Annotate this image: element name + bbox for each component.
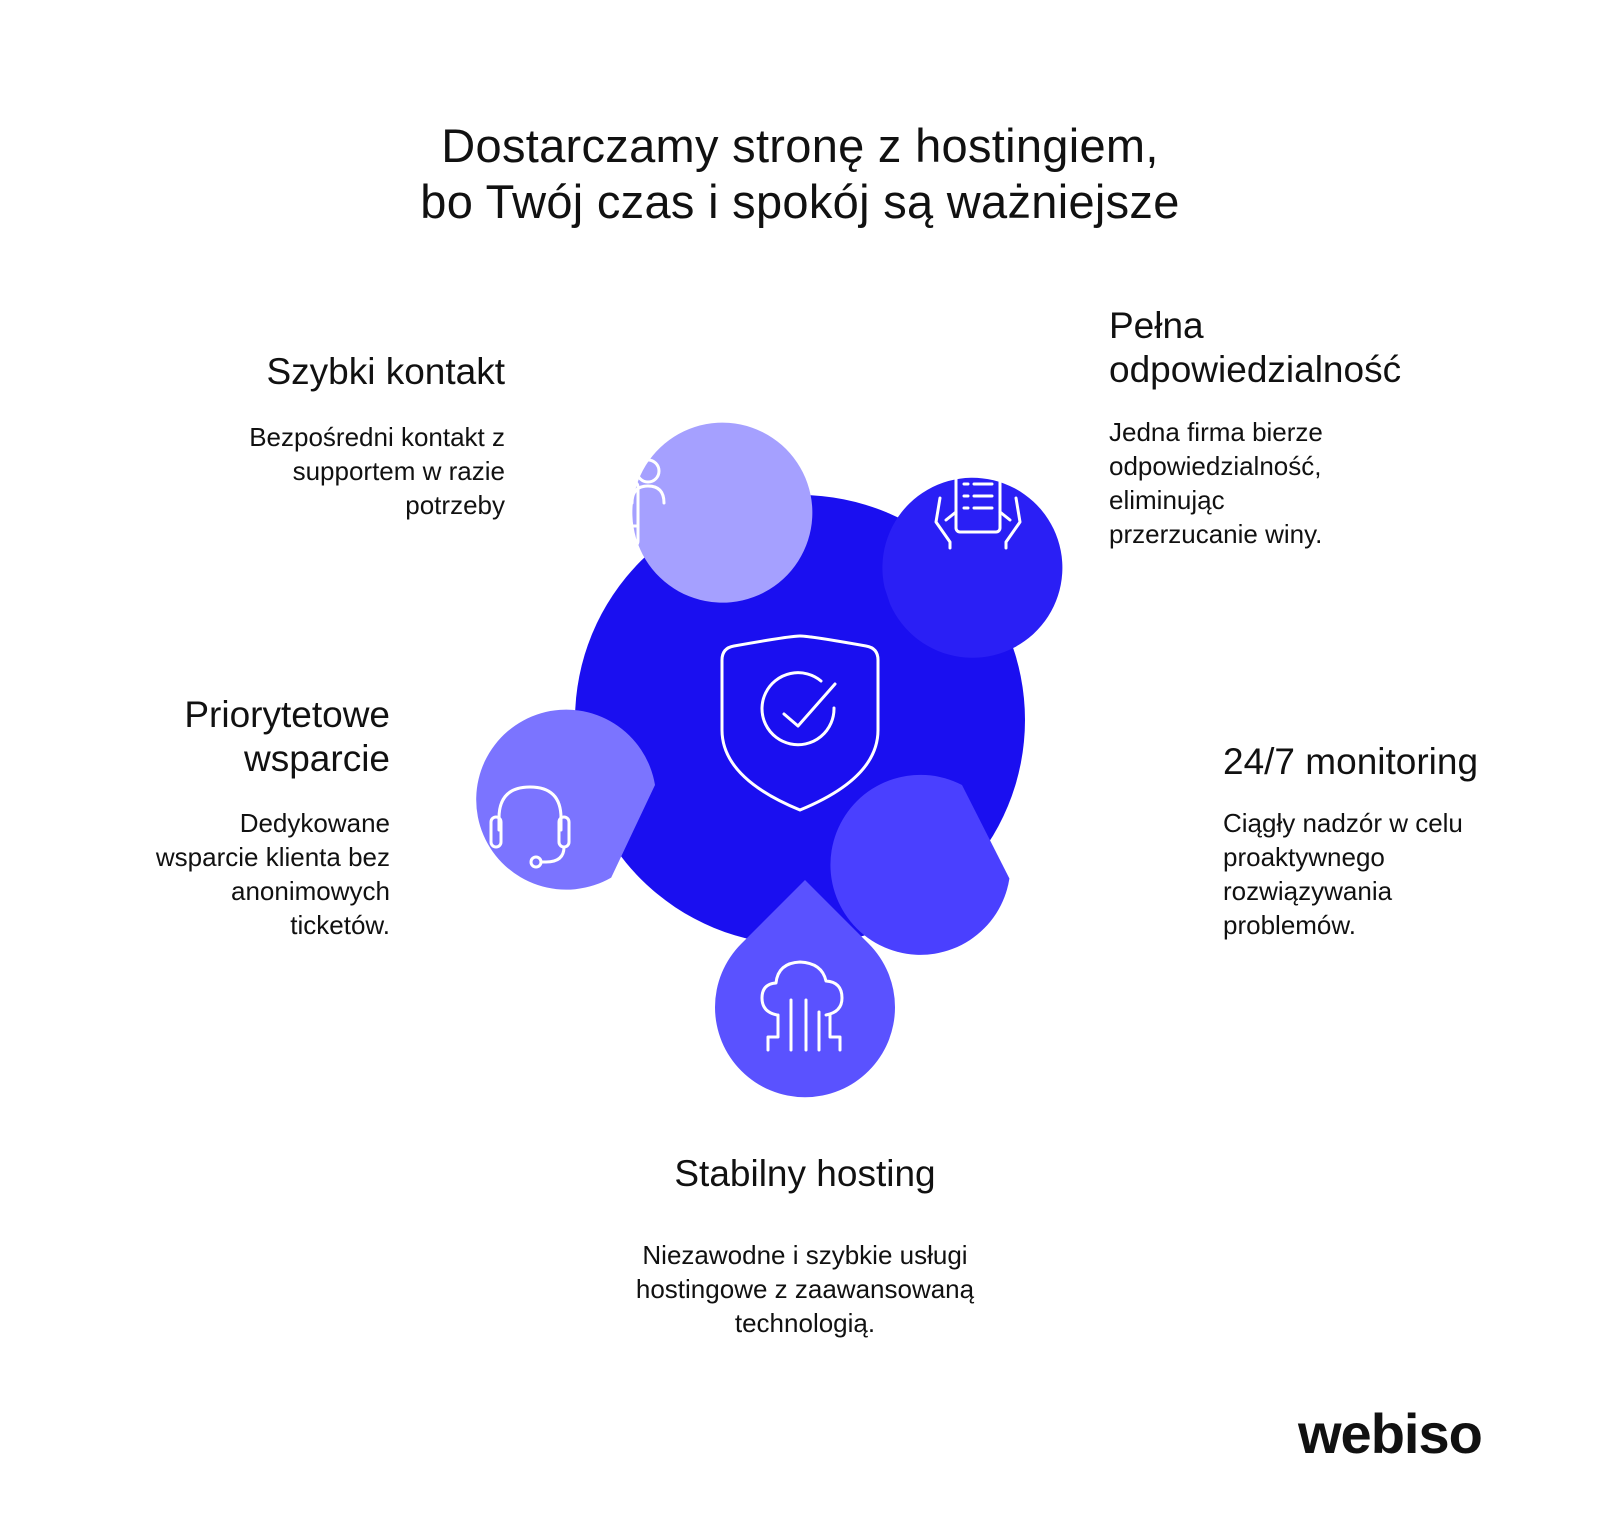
feature-desc-line: rozwiązywania [1223, 876, 1393, 906]
feature-title-contact: Szybki kontakt [266, 351, 505, 392]
drop-monitoring-shape [830, 774, 1010, 955]
page-title-line-2: bo Twój czas i spokój są ważniejsze [420, 175, 1180, 228]
webiso-logo: webiso [1298, 1402, 1483, 1465]
feature-desc-line: ticketów. [290, 910, 390, 940]
drop-support-shape [476, 709, 655, 890]
page-title: Dostarczamy stronę z hostingiem, bo Twój… [0, 118, 1600, 230]
feature-title-hosting: Stabilny hosting [674, 1153, 936, 1194]
feature-desc-line: wsparcie klienta bez [155, 842, 390, 872]
feature-desc-line: problemów. [1223, 910, 1356, 940]
feature-desc-monitoring: Ciągły nadzór w celu proaktywnego rozwią… [1223, 806, 1563, 942]
feature-title-responsibility: Pełna odpowiedzialność [1109, 304, 1509, 392]
feature-desc-line: Jedna firma bierze [1109, 417, 1323, 447]
feature-desc-line: odpowiedzialność, [1109, 451, 1322, 481]
drop-contact-shape [632, 422, 813, 603]
feature-title-line: Priorytetowe [184, 694, 390, 735]
clock-24-icon [1012, 783, 1113, 869]
feature-desc-line: proaktywnego [1223, 842, 1385, 872]
feature-desc-line: Bezpośredni kontakt z [249, 422, 505, 452]
feature-desc-line: anonimowych [231, 876, 390, 906]
drop-hosting [714, 880, 895, 1098]
drop-monitoring [830, 774, 1113, 955]
feature-desc-hosting: Niezawodne i szybkie usługi hostingowe z… [500, 1238, 1110, 1340]
feature-title-line: Pełna [1109, 305, 1204, 346]
feature-desc-responsibility: Jedna firma bierze odpowiedzialność, eli… [1109, 415, 1469, 551]
feature-desc-contact: Bezpośredni kontakt z supportem w razie … [160, 420, 505, 522]
page-title-line-1: Dostarczamy stronę z hostingiem, [441, 119, 1159, 172]
feature-title-support: Priorytetowe wsparcie [100, 693, 390, 781]
drop-responsibility [882, 461, 1063, 658]
feature-title-monitoring: 24/7 monitoring [1223, 741, 1479, 782]
feature-desc-line: eliminując [1109, 485, 1225, 515]
feature-desc-line: technologią. [734, 1308, 876, 1338]
feature-desc-line: Niezawodne i szybkie usługi [642, 1240, 968, 1270]
feature-desc-line: Dedykowane [239, 808, 390, 838]
feature-desc-line: Ciągły nadzór w celu [1223, 808, 1463, 838]
clipboard-hands-icon [934, 461, 1022, 550]
feature-desc-line: hostingowe z zaawansowaną [635, 1274, 975, 1304]
feature-title-line: odpowiedzialność [1109, 349, 1402, 390]
drop-responsibility-shape [882, 477, 1063, 658]
headset-icon [489, 785, 571, 869]
drop-hosting-shape [714, 880, 895, 1098]
cloud-circuit-icon [760, 960, 844, 1052]
feature-desc-line: supportem w razie [292, 456, 505, 486]
feature-title-line: wsparcie [244, 738, 390, 779]
feature-desc-line: potrzeby [405, 490, 505, 520]
feature-desc-support: Dedykowane wsparcie klienta bez anonimow… [60, 806, 390, 942]
drop-support [476, 709, 655, 890]
feature-desc-line: przerzucanie winy. [1109, 519, 1323, 549]
phone-user-icon [594, 458, 666, 549]
drop-contact [594, 422, 813, 603]
shield-check-icon [720, 634, 880, 812]
